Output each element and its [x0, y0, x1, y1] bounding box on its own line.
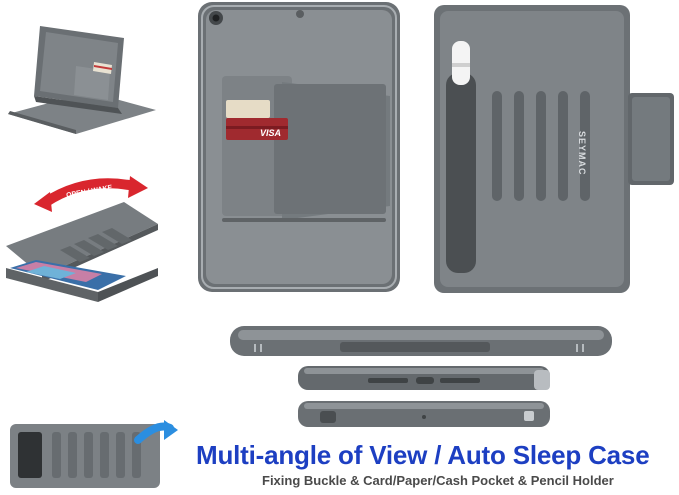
- brand-label: SEYMAC: [577, 131, 587, 176]
- subheadline: Fixing Buckle & Card/Paper/Cash Pocket &…: [262, 473, 614, 488]
- brand-label-wrapper: SEYMAC: [575, 131, 594, 211]
- case-back-pocket-image: VISA: [196, 0, 402, 294]
- apple-pencil-icon: [452, 41, 470, 85]
- side-profile-ports-image: [298, 364, 550, 392]
- folio-tab-image: [628, 93, 674, 185]
- side-profile-bottom-image: [298, 399, 550, 429]
- open-wake-view-image: OPEN / WAKE: [6, 172, 158, 302]
- folio-cover-image: SEYMAC: [432, 3, 632, 295]
- sleep-arrow-icon: [134, 420, 178, 444]
- credit-card-icon: [93, 62, 112, 74]
- card-brand-label: VISA: [260, 128, 281, 138]
- side-profile-top-image: [230, 322, 612, 360]
- sleep-view-image: [8, 420, 178, 490]
- stand-view-image: [6, 22, 156, 134]
- headline: Multi-angle of View / Auto Sleep Case: [196, 440, 650, 470]
- credit-card-icon: VISA: [226, 100, 288, 140]
- camera-hole-icon: [209, 10, 304, 25]
